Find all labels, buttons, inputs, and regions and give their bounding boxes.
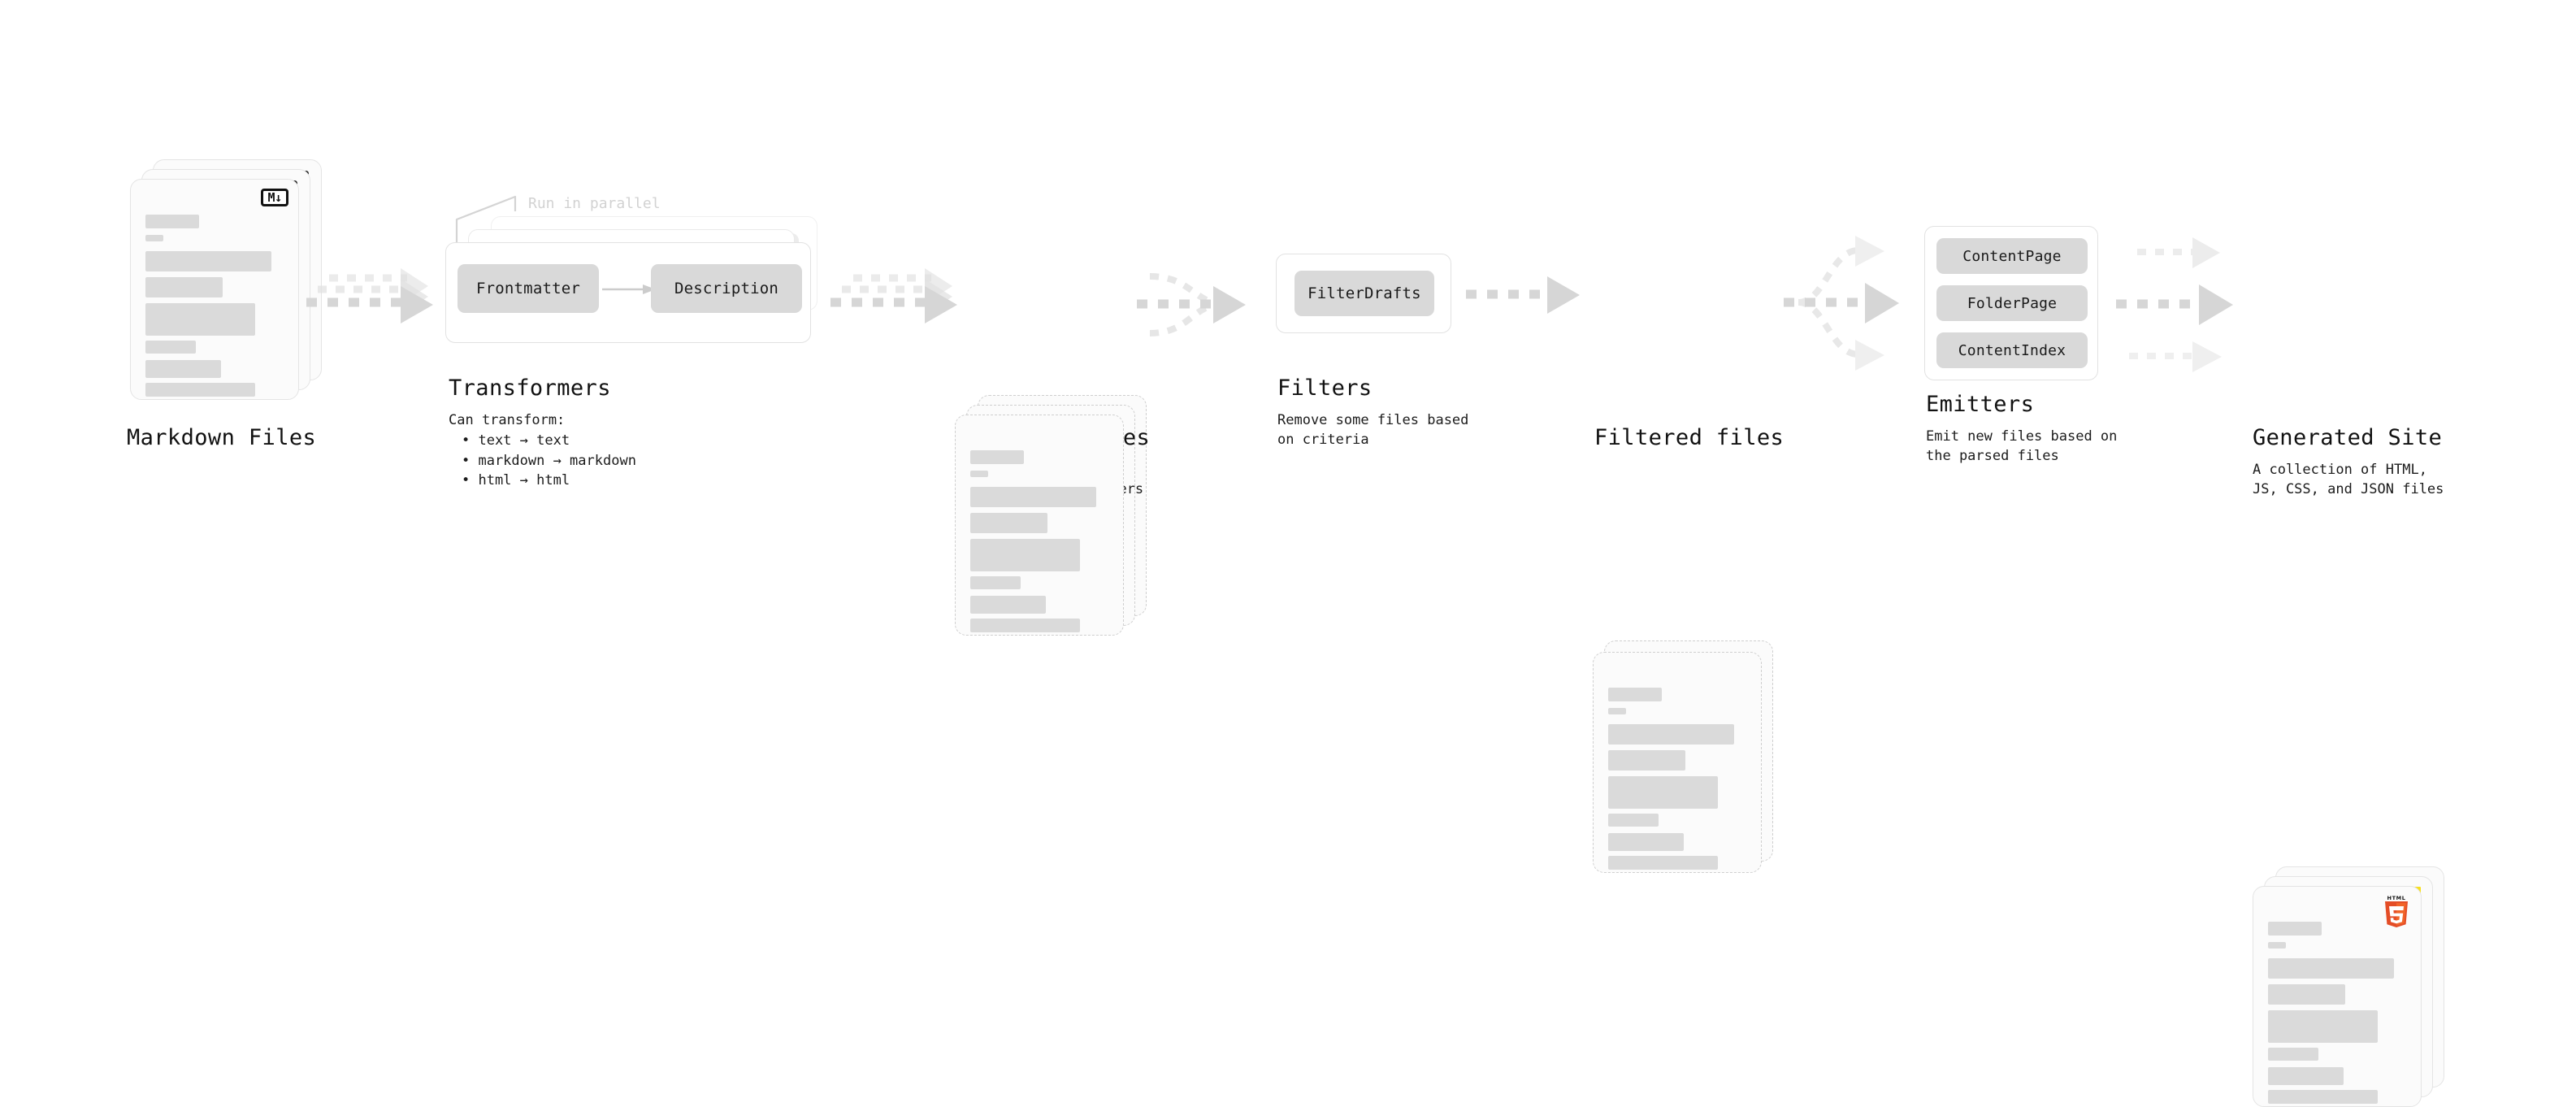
transformer-node-description[interactable]: Description: [651, 264, 802, 313]
emitters-subtitle-line-2: the parsed files: [1926, 448, 2059, 464]
transformers-subtitle: Can transform:: [449, 412, 566, 428]
skeleton-line: [1608, 856, 1718, 870]
skeleton-line: [1608, 750, 1685, 771]
html5-badge: HTML: [2380, 893, 2413, 929]
emitter-node-contentindex[interactable]: ContentIndex: [1936, 332, 2088, 368]
skeleton-line: [1608, 724, 1734, 745]
transformer-node-label: Frontmatter: [475, 280, 581, 297]
conn-filtered-to-emitters: [1784, 232, 1930, 371]
skeleton-line: [1608, 688, 1662, 701]
skeleton-line: [2268, 1067, 2344, 1085]
transformers-bullets: • text → text • markdown → markdown • ht…: [462, 431, 636, 491]
transformer-container-front: Frontmatter Description: [445, 242, 811, 343]
skeleton-line: [970, 471, 988, 477]
conn-md-to-transformers: [305, 268, 451, 341]
run-in-parallel-label: Run in parallel: [528, 195, 661, 212]
skeleton-line: [2268, 984, 2345, 1005]
skeleton-line: [2268, 1048, 2318, 1061]
skeleton-line: [1608, 776, 1718, 809]
filter-node-label: FilterDrafts: [1308, 284, 1421, 302]
filter-node-filterdrafts[interactable]: FilterDrafts: [1295, 271, 1434, 316]
emitters-title: Emitters: [1926, 392, 2035, 417]
emitter-node-folderpage[interactable]: FolderPage: [1936, 285, 2088, 321]
skeleton-line: [2268, 942, 2286, 949]
modified-file-card-front: [955, 415, 1124, 636]
generated-site-subtitle-line-2: JS, CSS, and JSON files: [2253, 481, 2444, 497]
markdown-file-card-front: M↓: [130, 179, 299, 400]
run-in-parallel-bracket: [455, 195, 517, 250]
transformer-node-frontmatter[interactable]: Frontmatter: [458, 264, 599, 313]
filters-subtitle-line-1: Remove some files based: [1277, 412, 1469, 428]
bullet-item: • markdown → markdown: [462, 452, 636, 469]
pipeline-diagram: M↓ M↓ M↓ Markdown Files: [127, 159, 2444, 1107]
emitter-node-label: ContentIndex: [1958, 341, 2066, 359]
filtered-files-card-stack: [1593, 640, 1788, 876]
emitter-node-label: FolderPage: [1967, 294, 2058, 312]
skeleton-line: [145, 251, 271, 271]
markdown-badge: M↓: [261, 189, 288, 206]
modified-files-card-stack: [955, 395, 1150, 636]
skeleton-line: [970, 487, 1096, 507]
skeleton-line: [970, 596, 1046, 614]
skeleton-line: [145, 277, 223, 297]
emitters-subtitle-line-1: Emit new files based on: [1926, 428, 2118, 445]
transformer-flow-arrow: [602, 284, 656, 294]
svg-text:HTML: HTML: [2387, 895, 2406, 901]
skeleton-line: [145, 235, 163, 241]
skeleton-line: [145, 215, 199, 228]
generated-site-subtitle-line-1: A collection of HTML,: [2253, 462, 2427, 478]
skeleton-line: [1608, 833, 1684, 851]
skeleton-line: [145, 341, 196, 354]
skeleton-line: [145, 383, 255, 397]
transformers-title: Transformers: [449, 376, 611, 401]
skeleton-line: [1608, 708, 1626, 714]
markdown-files-card-stack: M↓ M↓ M↓: [130, 159, 325, 400]
filters-subtitle-line-2: on criteria: [1277, 432, 1369, 448]
emitter-node-label: ContentPage: [1962, 247, 2062, 265]
skeleton-line: [2268, 1010, 2378, 1043]
conn-transformers-to-modified: [829, 268, 975, 341]
filtered-file-card-front: [1593, 652, 1762, 873]
skeleton-line: [970, 619, 1080, 632]
bullet-item: • text → text: [462, 432, 570, 449]
generated-site-title: Generated Site: [2253, 425, 2443, 450]
skeleton-line: [970, 513, 1047, 533]
generated-site-card-front-html: HTML: [2253, 886, 2422, 1107]
filtered-files-title: Filtered files: [1594, 425, 1785, 450]
markdown-files-title: Markdown Files: [127, 425, 317, 450]
filters-group: FilterDrafts: [1276, 254, 1451, 333]
skeleton-line: [970, 450, 1024, 464]
skeleton-line: [1608, 814, 1659, 827]
emitters-group: ContentPage FolderPage ContentIndex: [1924, 226, 2098, 380]
filters-title: Filters: [1277, 376, 1373, 401]
generated-site-card-stack: CSS HTML: [2253, 866, 2456, 1107]
skeleton-line: [970, 576, 1021, 589]
skeleton-line: [970, 539, 1080, 571]
emitter-node-contentpage[interactable]: ContentPage: [1936, 238, 2088, 274]
skeleton-line: [2268, 958, 2394, 979]
skeleton-line: [145, 303, 255, 336]
skeleton-line: [2268, 1090, 2378, 1104]
transformers-group: Frontmatter Description: [445, 195, 827, 358]
conn-emitters-to-site: [2113, 234, 2259, 372]
transformer-node-label: Description: [674, 280, 779, 297]
conn-filters-to-filtered: [1463, 276, 1593, 325]
bullet-item: • html → html: [462, 472, 570, 489]
skeleton-line: [145, 360, 221, 378]
conn-modified-to-filters: [1134, 258, 1272, 356]
skeleton-line: [2268, 922, 2322, 936]
